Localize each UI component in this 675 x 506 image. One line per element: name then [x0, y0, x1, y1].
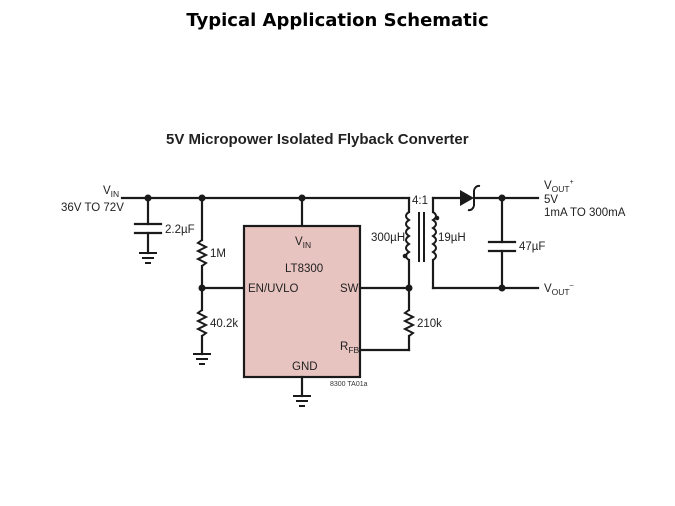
- vout-voltage: 5V: [544, 194, 558, 206]
- resistor-210k-value: 210k: [417, 318, 442, 330]
- input-capacitor-value: 2.2µF: [165, 224, 195, 236]
- ic-pin-vin: VIN: [295, 236, 311, 250]
- vin-input-label: VIN: [103, 185, 119, 199]
- vout-current-range: 1mA TO 300mA: [544, 207, 626, 219]
- transformer: [402, 196, 440, 290]
- ground-icon: [139, 252, 157, 264]
- primary-inductance: 300µH: [371, 232, 405, 244]
- input-capacitor: [133, 196, 163, 255]
- resistor-40k2: [195, 309, 209, 337]
- resistor-1m-value: 1M: [210, 248, 226, 260]
- output-capacitor: [487, 196, 517, 290]
- ic-pin-en-uvlo: EN/UVLO: [248, 283, 299, 295]
- ic-pin-gnd: GND: [292, 361, 318, 373]
- junction-dot: [498, 284, 506, 292]
- ic-part-number: LT8300: [285, 263, 323, 275]
- resistor-1m: [195, 239, 209, 267]
- resistor-40k2-value: 40.2k: [210, 318, 238, 330]
- ground-icon: [193, 353, 211, 365]
- resistor-210k: [402, 309, 416, 337]
- secondary-inductance: 19µH: [438, 232, 466, 244]
- figure-code: 8300 TA01a: [330, 381, 368, 388]
- slide-title: Typical Application Schematic: [186, 10, 489, 31]
- vin-range-label: 36V TO 72V: [61, 202, 124, 214]
- vout-neg-label: VOUT–: [544, 282, 574, 297]
- ic-pin-rfb: RFB: [340, 341, 360, 355]
- ground-icon: [293, 395, 311, 407]
- schematic-heading: 5V Micropower Isolated Flyback Converter: [166, 131, 469, 148]
- transformer-ratio: 4:1: [412, 195, 428, 207]
- output-capacitor-value: 47µF: [519, 241, 545, 253]
- ic-pin-sw: SW: [340, 283, 359, 295]
- ic-lt8300: [242, 224, 362, 379]
- vout-pos-label: VOUT+: [544, 179, 574, 194]
